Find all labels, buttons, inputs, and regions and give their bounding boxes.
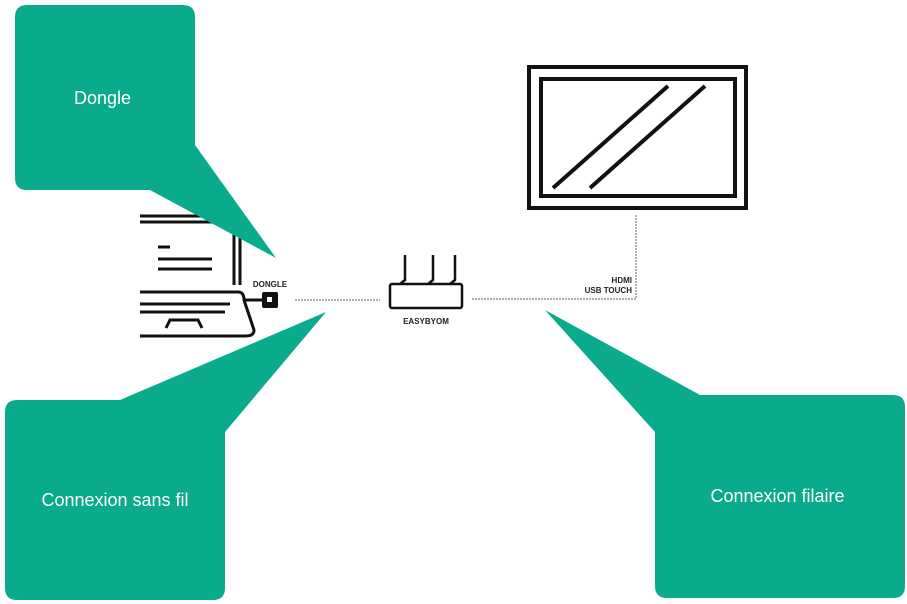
router-icon [388,255,464,310]
router-label: EASYBYOM [403,317,449,326]
callout-dongle: Dongle [73,88,132,108]
callout-wired-connection: Connexion filaire [710,486,845,506]
dongle-icon [244,292,278,308]
dongle-label: DONGLE [252,280,288,289]
callout-wired-shape [545,310,905,598]
callout-wireless-shape [5,312,326,600]
usb-touch-label: USB TOUCH [584,286,632,295]
touch-screen-icon [527,65,748,210]
callout-wireless-connection: Connexion sans fil [41,490,189,510]
hdmi-label: HDMI [611,276,632,285]
wired-link [472,215,637,300]
callout-dongle-shape [15,5,276,258]
